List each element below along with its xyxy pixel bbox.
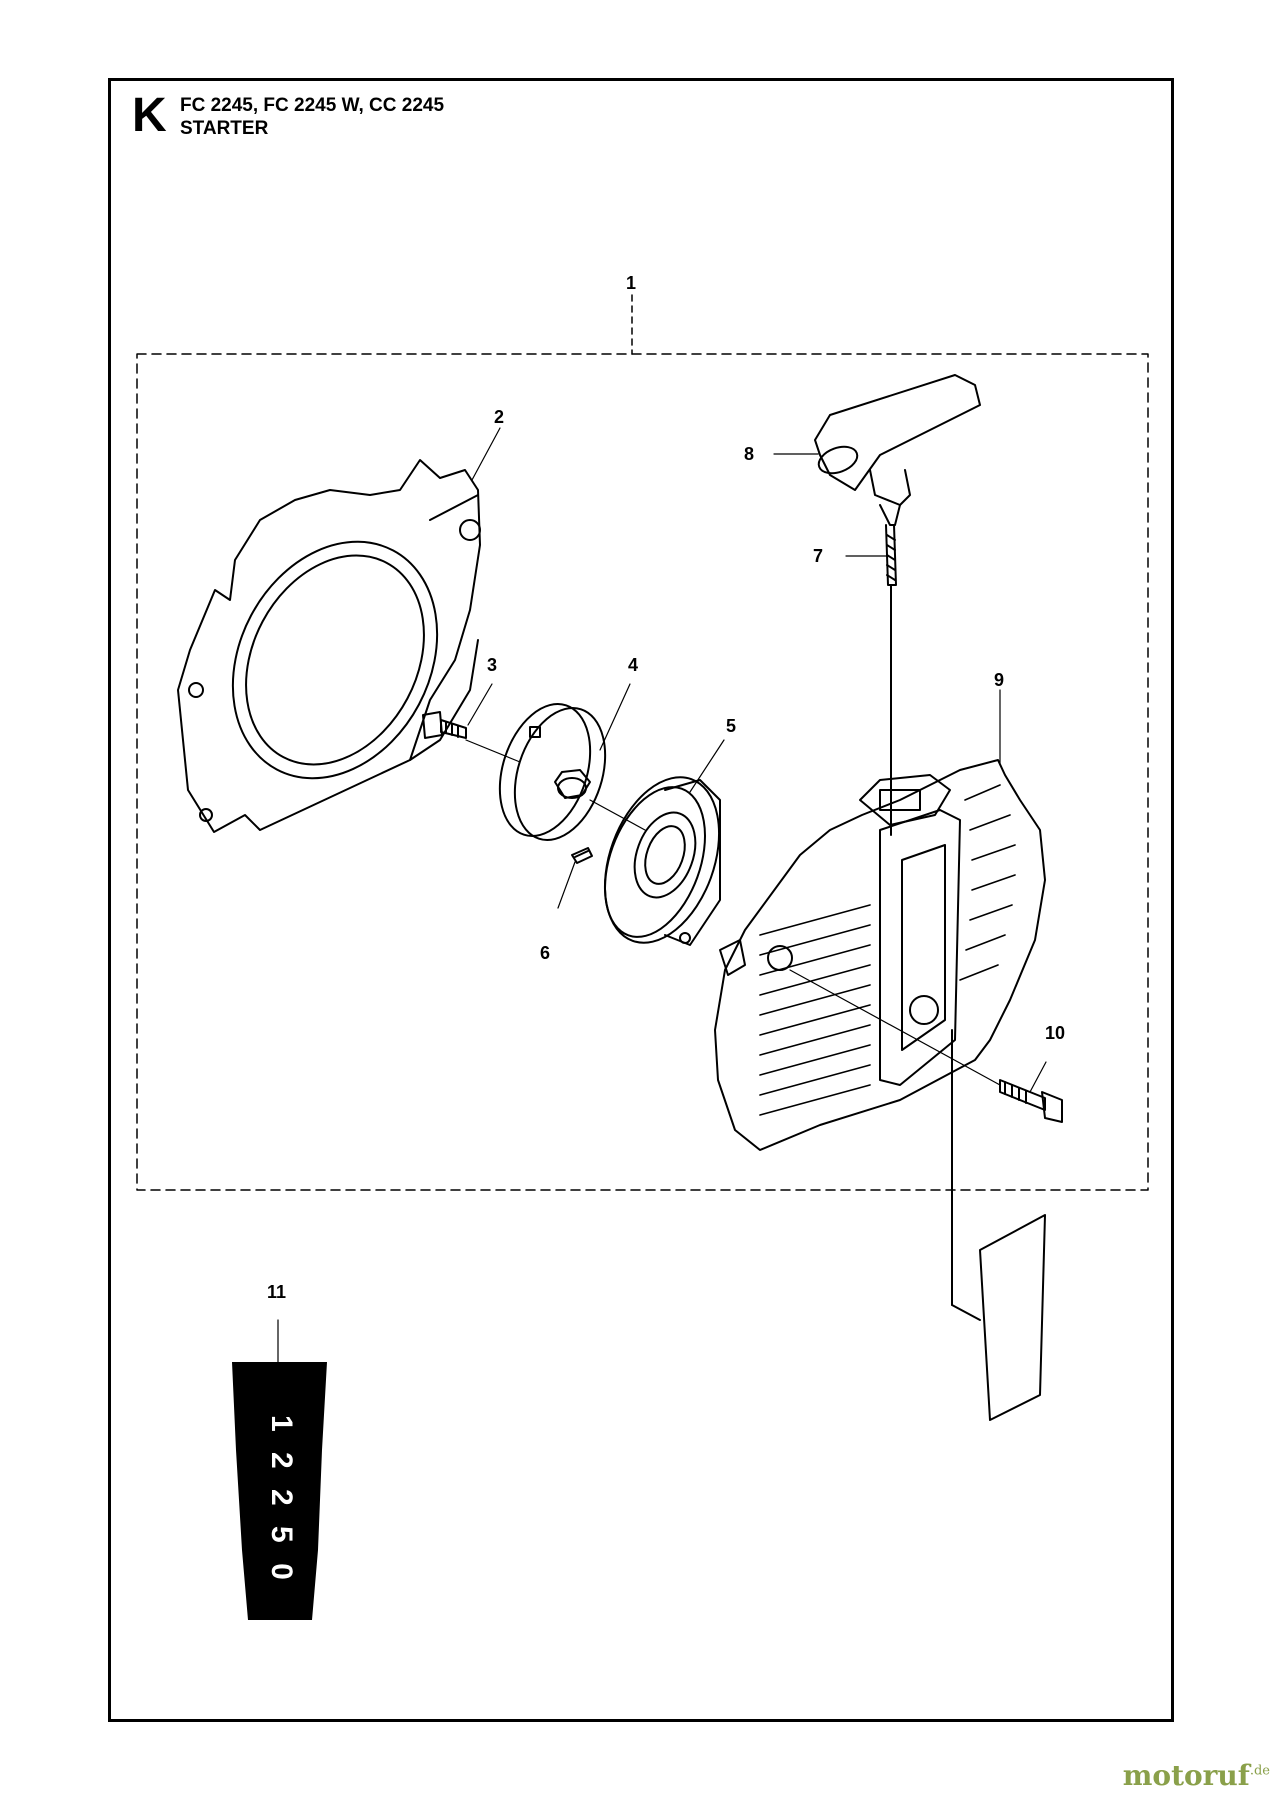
screw-part-3 bbox=[422, 711, 467, 739]
callout-4: 4 bbox=[628, 655, 639, 675]
model-list: FC 2245, FC 2245 W, CC 2245 bbox=[180, 95, 445, 116]
starter-cover-part bbox=[714, 759, 1046, 1306]
leader-3 bbox=[467, 683, 493, 726]
pulley-part bbox=[498, 703, 607, 841]
callout-3: 3 bbox=[487, 655, 498, 675]
decal-part-11: 1 2 2 5 0 bbox=[232, 1362, 327, 1620]
callout-1: 1 bbox=[626, 273, 637, 293]
page-frame bbox=[108, 78, 1174, 1722]
axis-line-a bbox=[465, 739, 521, 763]
axis-line-b bbox=[589, 799, 646, 831]
screw-part-6 bbox=[571, 847, 593, 864]
callout-9: 9 bbox=[994, 670, 1005, 690]
cover-vents bbox=[759, 784, 1016, 1116]
axis-line-c bbox=[789, 969, 1001, 1086]
section-letter: K bbox=[132, 89, 167, 142]
watermark-logo: motoruf.de bbox=[1123, 1759, 1270, 1792]
decal-text: 1 2 2 5 0 bbox=[265, 1415, 298, 1586]
leader-5 bbox=[689, 739, 725, 793]
callout-5: 5 bbox=[726, 716, 737, 736]
leader-2 bbox=[471, 427, 501, 481]
callout-6: 6 bbox=[540, 943, 551, 963]
callout-7: 7 bbox=[813, 546, 824, 566]
title-block: FC 2245, FC 2245 W, CC 2245 STARTER bbox=[180, 94, 444, 140]
leader-6 bbox=[557, 861, 576, 909]
callout-2: 2 bbox=[494, 407, 505, 427]
bolt-part-10 bbox=[999, 1079, 1063, 1123]
callout-11: 11 bbox=[267, 1282, 287, 1302]
watermark-suffix: .de bbox=[1249, 1763, 1270, 1779]
spring-cassette-part bbox=[603, 776, 721, 946]
page-title: STARTER bbox=[180, 118, 269, 139]
leader-4 bbox=[599, 683, 631, 751]
callout-8: 8 bbox=[744, 444, 755, 464]
callout-10: 10 bbox=[1045, 1023, 1066, 1043]
fan-housing-part bbox=[177, 459, 481, 833]
leader-10 bbox=[1029, 1061, 1047, 1093]
starter-handle-part bbox=[814, 374, 981, 526]
starter-rope-part bbox=[885, 524, 897, 836]
cover-decal-part bbox=[951, 1214, 1046, 1421]
watermark-brand: motoruf bbox=[1122, 1759, 1250, 1792]
assembly-boundary bbox=[136, 353, 1149, 1191]
